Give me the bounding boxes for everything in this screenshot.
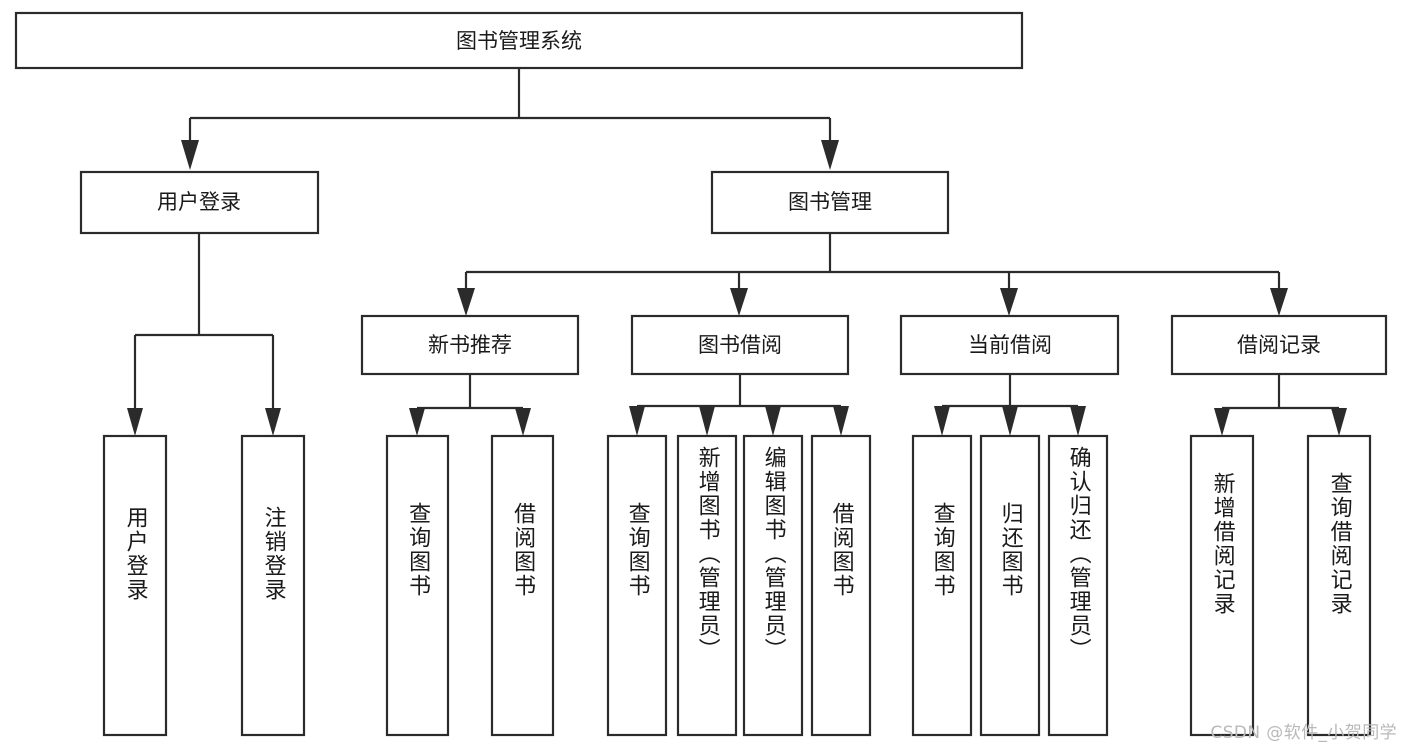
arrow-head-new-book-1	[515, 408, 531, 436]
arrow-head-borrow-record-1	[1331, 408, 1347, 436]
watermark-text: CSDN @软件_小贺同学	[1210, 723, 1397, 743]
leaf-box-new-book-0[interactable]	[385, 434, 450, 737]
arrow-head-level2-0	[181, 140, 199, 170]
node-borrow-record-label: 借阅记录	[1237, 333, 1321, 357]
node-new-book-recommend[interactable]: 新书推荐	[360, 314, 580, 376]
leaf-box-new-book-1[interactable]	[490, 434, 555, 737]
node-book-management-box[interactable]	[710, 170, 950, 235]
node-root[interactable]: 图书管理系统	[14, 11, 1024, 70]
node-borrow-record-box[interactable]	[1170, 314, 1388, 376]
node-new-book-recommend-label: 新书推荐	[428, 333, 512, 357]
leaf-box-book-borrow-3[interactable]	[810, 434, 872, 737]
node-borrow-record[interactable]: 借阅记录	[1170, 314, 1388, 376]
arrow-head-level3-0	[457, 288, 475, 316]
leaf-box-book-borrow-1[interactable]	[676, 434, 738, 737]
arrow-head-book-borrow-0	[629, 406, 645, 436]
arrow-head-level2-1	[821, 140, 839, 170]
arrow-head-level3-3	[1270, 288, 1288, 316]
node-new-book-recommend-box[interactable]	[360, 314, 580, 376]
node-book-management-label: 图书管理	[788, 190, 872, 214]
node-root-label: 图书管理系统	[456, 29, 582, 53]
node-book-borrow-label: 图书借阅	[698, 333, 782, 357]
leaf-box-user-login-1[interactable]	[240, 434, 306, 737]
node-current-borrow-label: 当前借阅	[968, 333, 1052, 357]
arrow-head-user-login-1	[265, 408, 281, 436]
node-book-borrow-box[interactable]	[630, 314, 850, 376]
arrow-head-level3-2	[1000, 288, 1018, 316]
arrow-head-current-borrow-2	[1070, 406, 1086, 436]
arrow-head-user-login-0	[127, 408, 143, 436]
leaf-box-borrow-record-1[interactable]	[1306, 434, 1372, 737]
node-user-login[interactable]: 用户登录	[79, 170, 320, 235]
arrow-head-level3-1	[730, 288, 748, 316]
arrow-head-current-borrow-0	[934, 406, 950, 436]
node-book-management[interactable]: 图书管理	[710, 170, 950, 235]
arrow-head-new-book-0	[409, 408, 425, 436]
leaf-box-book-borrow-2[interactable]	[742, 434, 804, 737]
arrow-head-book-borrow-1	[699, 406, 715, 436]
leaf-box-borrow-record-0[interactable]	[1189, 434, 1255, 737]
leaf-box-current-borrow-0[interactable]	[911, 434, 973, 737]
leaf-box-book-borrow-0[interactable]	[606, 434, 668, 737]
arrow-head-current-borrow-1	[1002, 406, 1018, 436]
leaf-box-current-borrow-2[interactable]	[1047, 434, 1109, 737]
arrow-head-book-borrow-2	[765, 406, 781, 436]
leaf-box-current-borrow-1[interactable]	[979, 434, 1041, 737]
node-current-borrow-box[interactable]	[899, 314, 1120, 376]
node-user-login-label: 用户登录	[157, 190, 241, 214]
arrow-head-book-borrow-3	[833, 406, 849, 436]
node-current-borrow[interactable]: 当前借阅	[899, 314, 1120, 376]
arrow-head-borrow-record-0	[1214, 408, 1230, 436]
leaf-box-user-login-0[interactable]	[102, 434, 168, 737]
node-root-box[interactable]	[14, 11, 1024, 70]
node-book-borrow[interactable]: 图书借阅	[630, 314, 850, 376]
